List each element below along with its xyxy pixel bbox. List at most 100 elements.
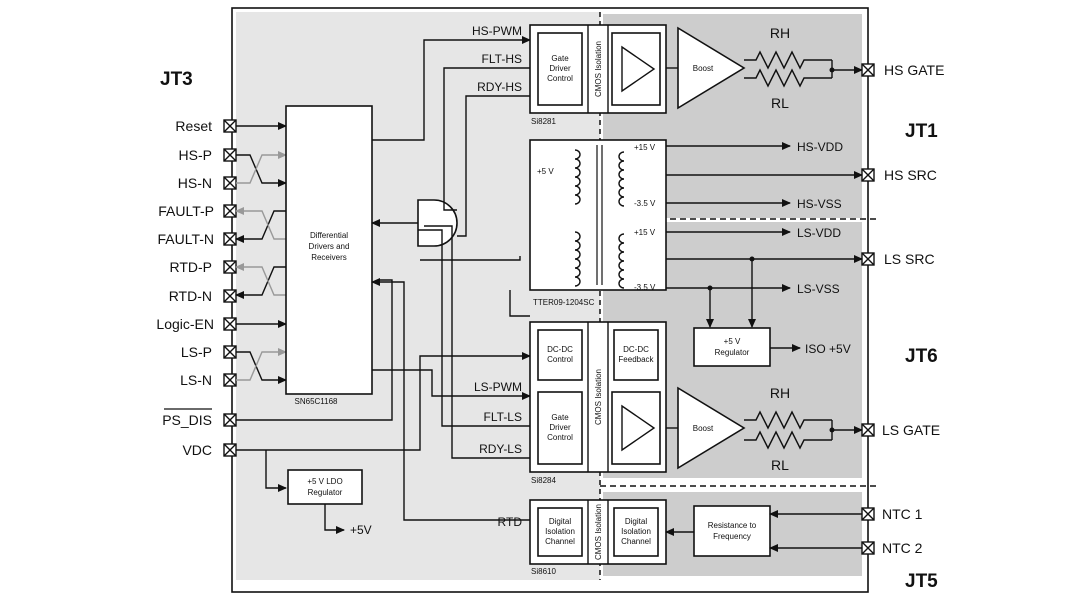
ls-boost-label: Boost: [693, 424, 714, 433]
pin-label-rtd-n: RTD-N: [169, 288, 212, 304]
right-terminals: [861, 63, 875, 555]
si8610-label: Si8610: [531, 567, 556, 576]
resistance-to-frequency: [693, 505, 771, 557]
tx-hs-minus35: -3.5 V: [634, 199, 656, 208]
terminal-ps-dis: [223, 413, 237, 427]
hs-gdc-1: Gate: [551, 54, 569, 63]
terminal-logic-en: [223, 317, 237, 331]
dcdc-fb-2: Feedback: [618, 355, 654, 364]
ls-cmos-isolation: CMOS Isolation: [594, 369, 603, 425]
jt1-label: JT1: [905, 121, 938, 142]
si8284-label: Si8284: [531, 476, 556, 485]
r2f-line-2: Frequency: [713, 532, 751, 541]
hs-gate-driver-control: [537, 32, 583, 106]
digital-isolation-right: [613, 507, 659, 557]
hs-rh-label: RH: [770, 25, 790, 41]
jt5-label: JT5: [905, 571, 938, 592]
signal-iso-5v: ISO +5V: [805, 342, 851, 356]
pin-label-hs-p: HS-P: [179, 147, 212, 163]
ls-rh-label: RH: [770, 385, 790, 401]
dig-left-1: Digital: [549, 517, 571, 526]
dig-right-3: Channel: [621, 537, 651, 546]
left-pin-labels: Reset HS-P HS-N FAULT-P FAULT-N RTD-P RT…: [156, 118, 214, 458]
ls-gdc-2: Driver: [549, 423, 571, 432]
tx-ls-plus15: +15 V: [634, 228, 656, 237]
pin-label-ls-gate: LS GATE: [882, 422, 940, 438]
hs-rl-label: RL: [771, 95, 789, 111]
ldo-regulator: [287, 469, 363, 505]
left-terminals: [223, 119, 237, 457]
dcdc-ctrl-2: Control: [547, 355, 573, 364]
ldo-output-5v: +5V: [350, 523, 372, 537]
signal-hs-vdd: HS-VDD: [797, 140, 843, 154]
ls-gdc-3: Control: [547, 433, 573, 442]
si8281-label: Si8281: [531, 117, 556, 126]
iso-5v-regulator: [693, 327, 771, 367]
terminal-rtd-p: [223, 260, 237, 274]
terminal-fault-n: [223, 232, 237, 246]
signal-ls-vss: LS-VSS: [797, 282, 840, 296]
ls-gate-driver-control: [537, 391, 583, 465]
signal-flt-hs: FLT-HS: [482, 52, 522, 66]
hs-gate-junction: [829, 67, 835, 73]
tter-part-label: TTER09-1204SC: [533, 298, 595, 307]
dcdc-feedback: [613, 329, 659, 381]
ntc-wiring: [665, 510, 862, 552]
diff-part-number: SN65C1168: [295, 397, 339, 406]
hs-gdc-3: Control: [547, 74, 573, 83]
digital-isolation-left: [537, 507, 583, 557]
dig-right-2: Isolation: [621, 527, 651, 536]
signal-rdy-hs: RDY-HS: [477, 80, 522, 94]
dig-left-2: Isolation: [545, 527, 575, 536]
terminal-vdc: [223, 443, 237, 457]
hs-gdc-2: Driver: [549, 64, 571, 73]
ls-buffer-triangle: [621, 404, 656, 452]
tx-ls-minus35: -3.5 V: [634, 283, 656, 292]
pin-label-logic-en: Logic-EN: [156, 316, 214, 332]
pin-label-ls-p: LS-P: [181, 344, 212, 360]
tx-hs-plus15: +15 V: [634, 143, 656, 152]
differential-driver-block: [285, 105, 373, 395]
reg-line-2: Regulator: [715, 348, 750, 357]
left-wiring: [235, 122, 287, 384]
terminal-ls-p: [223, 345, 237, 359]
terminal-rtd-n: [223, 289, 237, 303]
pin-label-ls-n: LS-N: [180, 372, 212, 388]
signal-rdy-ls: RDY-LS: [479, 442, 522, 456]
ls-rh-resistor: [744, 410, 832, 430]
diff-line-1: Differential: [310, 231, 348, 240]
diff-line-3: Receivers: [311, 253, 347, 262]
pin-label-vdc: VDC: [182, 442, 212, 458]
hs-cmos-isolation: CMOS Isolation: [594, 41, 603, 97]
terminal-reset: [223, 119, 237, 133]
hs-buffer-triangle: [621, 45, 656, 93]
jt6-label: JT6: [905, 346, 938, 367]
r2f-line-1: Resistance to: [708, 521, 757, 530]
terminal-hs-src: [861, 168, 875, 182]
signal-ls-pwm: LS-PWM: [474, 380, 522, 394]
tter09-transformer: [529, 139, 667, 291]
ls-rl-label: RL: [771, 457, 789, 473]
signal-hs-vss: HS-VSS: [797, 197, 842, 211]
signal-hs-pwm: HS-PWM: [472, 24, 522, 38]
terminal-ntc2: [861, 541, 875, 555]
pin-label-fault-n: FAULT-N: [157, 231, 214, 247]
pin-label-ls-src: LS SRC: [884, 251, 935, 267]
terminal-ntc1: [861, 507, 875, 521]
ntc-cmos-isolation: CMOS Isolation: [594, 504, 603, 560]
hs-boost-label: Boost: [693, 64, 714, 73]
reg-line-1: +5 V: [724, 337, 741, 346]
pin-label-fault-p: FAULT-P: [158, 203, 214, 219]
signal-rtd: RTD: [498, 515, 523, 529]
pin-label-ntc2: NTC 2: [882, 540, 923, 556]
ldo-line-2: Regulator: [308, 488, 343, 497]
terminal-ls-gate: [861, 423, 875, 437]
jt3-label: JT3: [160, 69, 193, 90]
terminal-hs-n: [223, 176, 237, 190]
dcdc-fb-1: DC-DC: [623, 345, 649, 354]
terminal-fault-p: [223, 204, 237, 218]
terminal-hs-p: [223, 148, 237, 162]
pin-label-reset: Reset: [175, 118, 212, 134]
terminal-hs-gate: [861, 63, 875, 77]
